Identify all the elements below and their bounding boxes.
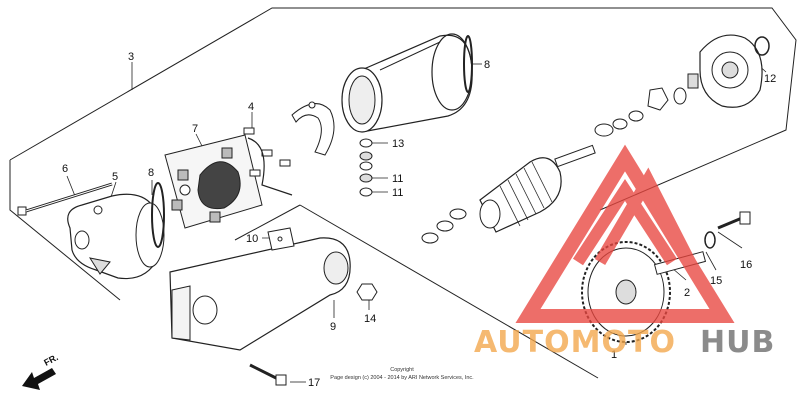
copyright-notice: Copyright Page design (c) 2004 - 2014 by… bbox=[330, 367, 474, 381]
callout-2: 2 bbox=[684, 287, 690, 299]
shaft-washer bbox=[704, 231, 716, 249]
logo-text-automoto: AUTOMOTO bbox=[474, 325, 676, 360]
callout-9: 9 bbox=[330, 321, 336, 333]
motor-yoke bbox=[341, 33, 473, 133]
mounting-bolt bbox=[249, 363, 287, 386]
callout-13: 13 bbox=[392, 138, 404, 150]
copyright-line-2: Page design (c) 2004 - 2014 by ARI Netwo… bbox=[330, 375, 474, 381]
starter-cover bbox=[169, 237, 351, 351]
insulator bbox=[291, 101, 335, 156]
callout-11-upper: 11 bbox=[392, 173, 403, 185]
through-bolt bbox=[17, 182, 113, 216]
callout-10: 10 bbox=[246, 233, 258, 245]
assembly-outline bbox=[9, 7, 797, 379]
callout-5: 5 bbox=[112, 171, 118, 183]
hex-nut bbox=[356, 283, 378, 301]
callout-17: 17 bbox=[308, 377, 320, 389]
callout-8-lower: 8 bbox=[148, 167, 154, 179]
brush-holder bbox=[164, 134, 263, 229]
callout-7: 7 bbox=[192, 123, 198, 135]
callout-11-lower: 11 bbox=[392, 187, 403, 199]
callouts: 1 2 3 4 5 6 7 8 8 9 10 11 11 12 13 14 15… bbox=[62, 51, 776, 389]
terminal-bracket bbox=[267, 227, 295, 251]
end-bolt bbox=[717, 211, 751, 230]
copyright-line-1: Copyright bbox=[390, 367, 414, 373]
callout-6: 6 bbox=[62, 163, 68, 175]
callout-8-upper: 8 bbox=[484, 59, 490, 71]
o-ring-lower bbox=[151, 182, 165, 248]
armature bbox=[421, 144, 596, 244]
logo-text-hub: HUB bbox=[700, 325, 775, 360]
brush-set bbox=[243, 127, 293, 196]
rear-end-cover bbox=[699, 34, 770, 108]
logo-inner-mark bbox=[572, 167, 696, 266]
direction-label: FR. bbox=[42, 352, 59, 368]
callout-12: 12 bbox=[764, 73, 776, 85]
watermark-logo: AUTOMOTO HUB bbox=[474, 144, 775, 360]
nut-washer-stack bbox=[359, 138, 373, 197]
callout-3: 3 bbox=[128, 51, 134, 63]
callout-15: 15 bbox=[710, 275, 722, 287]
front-direction-arrow: FR. bbox=[22, 352, 60, 390]
front-housing bbox=[67, 193, 165, 280]
callout-14: 14 bbox=[364, 313, 376, 325]
callout-4: 4 bbox=[248, 101, 254, 113]
callout-1: 1 bbox=[611, 349, 617, 361]
callout-16: 16 bbox=[740, 259, 752, 271]
shaft-washers bbox=[594, 73, 699, 137]
